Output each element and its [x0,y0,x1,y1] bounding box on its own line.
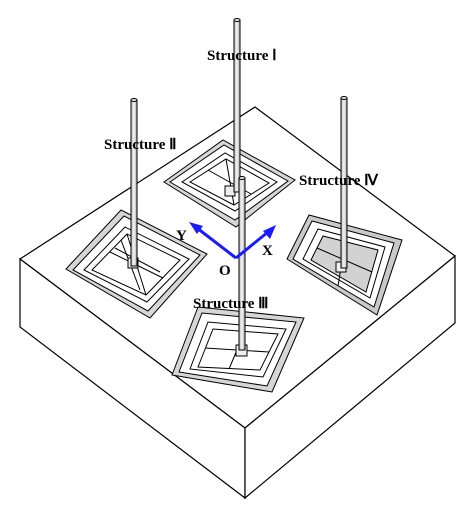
x-axis-label: X [262,243,273,259]
structure-1 [163,18,296,228]
y-axis-label: Y [176,228,187,244]
structure-3 [171,176,305,393]
structure-1-rod [233,19,241,193]
x-axis-arrow [235,230,269,260]
x-arrowhead [263,225,276,239]
structure-4 [286,96,403,316]
structure-3-rod [238,177,246,351]
y-axis-arrow [196,226,237,260]
structure-1-label: Structure Ⅰ [207,48,277,64]
structure-3-label: Structure Ⅲ [193,296,268,312]
structure-2 [65,98,208,319]
structure-2-rod [130,99,138,267]
y-arrowhead [189,222,203,234]
coordinate-axes: Y X O [176,222,276,279]
origin-label: O [219,263,231,279]
block-right-face [244,254,456,500]
structure-2-label: Structure Ⅱ [104,137,177,153]
structure-4-label: Structure Ⅳ [299,173,379,189]
